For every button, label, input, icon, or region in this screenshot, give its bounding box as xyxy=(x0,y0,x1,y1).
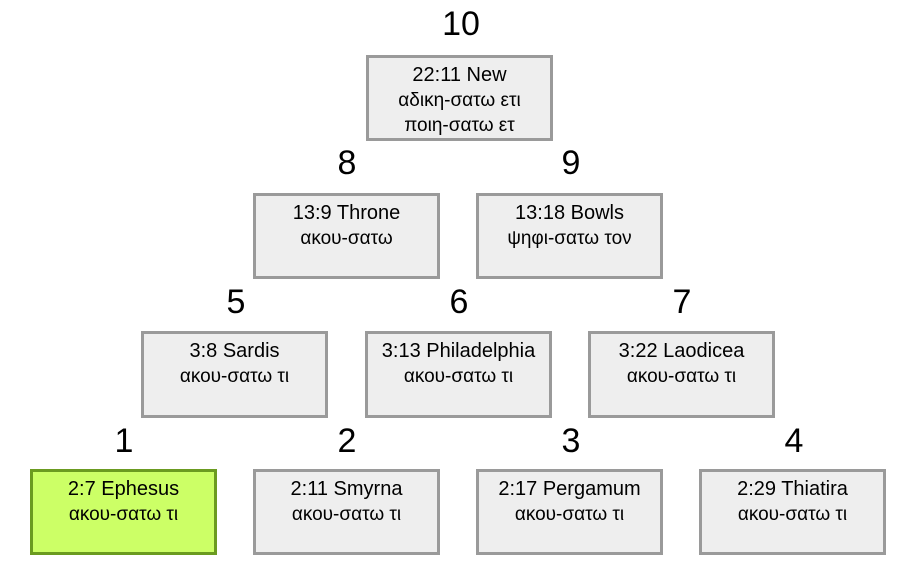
node-box-7: 3:22 Laodicea ακου-σατω τι xyxy=(588,331,775,418)
node-ref: 13:18 Bowls xyxy=(515,202,624,224)
node-greek-line: ακου-σατω τι xyxy=(403,366,514,387)
node-ref: 22:11 New xyxy=(412,64,507,86)
node-box-1-highlighted: 2:7 Ephesus ακου-σατω τι xyxy=(30,469,217,555)
node-box-2: 2:11 Smyrna ακου-σατω τι xyxy=(253,469,440,555)
node-ref: 2:11 Smyrna xyxy=(290,478,403,500)
node-number-5: 5 xyxy=(226,283,246,321)
node-greek-line: ακου-σατω τι xyxy=(68,504,179,525)
node-ref: 2:29 Thiatira xyxy=(737,478,848,500)
node-box-6: 3:13 Philadelphia ακου-σατω τι xyxy=(365,331,552,418)
node-greek-line: ακου-σατω xyxy=(300,228,393,249)
node-number-2: 2 xyxy=(337,422,357,460)
node-greek-line: ακου-σατω τι xyxy=(514,504,625,525)
node-box-4: 2:29 Thiatira ακου-σατω τι xyxy=(699,469,886,555)
node-ref: 13:9 Throne xyxy=(292,202,401,224)
node-greek-line: ακου-σατω τι xyxy=(291,504,402,525)
node-number-9: 9 xyxy=(561,144,581,182)
node-ref: 3:8 Sardis xyxy=(189,340,280,362)
node-box-10: 22:11 New αδικη-σατω ετι ποιη-σατω ετ xyxy=(366,55,553,141)
node-number-6: 6 xyxy=(449,283,469,321)
node-greek-line: ποιη-σατω ετ xyxy=(404,115,515,136)
node-greek-line: ψηφι-σατω τον xyxy=(507,228,632,249)
node-ref: 2:17 Pergamum xyxy=(498,478,641,500)
node-greek-line: αδικη-σατω ετι xyxy=(398,90,521,111)
node-ref: 2:7 Ephesus xyxy=(67,478,180,500)
node-number-4: 4 xyxy=(784,422,804,460)
node-number-3: 3 xyxy=(561,422,581,460)
node-ref: 3:13 Philadelphia xyxy=(381,340,536,362)
node-greek-line: ακου-σατω τι xyxy=(626,366,737,387)
node-ref: 3:22 Laodicea xyxy=(618,340,745,362)
node-number-8: 8 xyxy=(337,144,357,182)
node-number-1: 1 xyxy=(114,422,134,460)
node-box-9: 13:18 Bowls ψηφι-σατω τον xyxy=(476,193,663,279)
node-box-5: 3:8 Sardis ακου-σατω τι xyxy=(141,331,328,418)
node-number-7: 7 xyxy=(672,283,692,321)
node-box-8: 13:9 Throne ακου-σατω xyxy=(253,193,440,279)
node-greek-line: ακου-σατω τι xyxy=(737,504,848,525)
node-number-10: 10 xyxy=(442,5,480,43)
node-box-3: 2:17 Pergamum ακου-σατω τι xyxy=(476,469,663,555)
node-greek-line: ακου-σατω τι xyxy=(179,366,290,387)
